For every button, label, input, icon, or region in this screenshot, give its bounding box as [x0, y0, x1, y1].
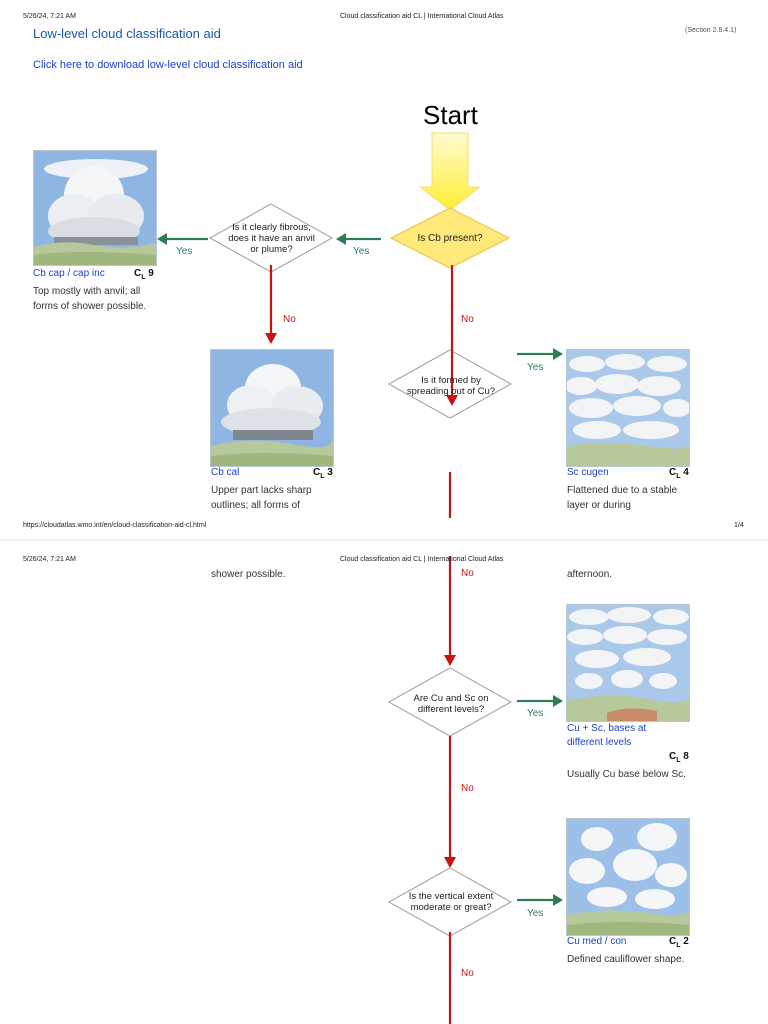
download-link[interactable]: Click here to download low-level cloud c…: [33, 59, 303, 71]
card-name-cb-cal[interactable]: Cb cal: [211, 467, 240, 478]
card-code-cu-med: CL 2: [669, 936, 689, 949]
no-label-fibrous: No: [283, 314, 296, 325]
yes-label-spreading: Yes: [527, 362, 544, 373]
print-url: https://cloudatlas.wmo.int/en/cloud-clas…: [23, 522, 207, 529]
card-name-cu-sc[interactable]: Cu + Sc, bases at different levels: [567, 723, 647, 748]
card-name-cu-med[interactable]: Cu med / con: [567, 936, 627, 947]
sc-cugen-image: [566, 349, 690, 467]
print-page-title: Cloud classification aid CL | Internatio…: [340, 13, 504, 20]
yes-label-vertical: Yes: [527, 908, 544, 919]
cb-cap-image: [33, 150, 157, 266]
card-code-sc-cugen: CL 4: [669, 467, 689, 480]
card-name-sc-cugen[interactable]: Sc cugen: [567, 467, 609, 478]
card-desc-cb-cal-p2: shower possible.: [211, 569, 286, 580]
start-arrow: [418, 132, 482, 211]
card-code-cb-cal: CL 3: [313, 467, 333, 480]
yes-label-fibrous: Yes: [176, 246, 193, 257]
card-desc-sc-cugen-p1: Flattened due to a stable layer or durin…: [567, 485, 678, 511]
cu-med-image: [566, 818, 690, 936]
question-fibrous: Is it clearly fibrous, does it have an a…: [228, 221, 315, 255]
print-date-2: 5/26/24, 7:21 AM: [23, 556, 76, 563]
no-label-cb: No: [461, 314, 474, 325]
cb-present-diamond: [389, 207, 511, 269]
no-label-cu-sc: No: [461, 783, 474, 794]
card-desc-cu-sc: Usually Cu base below Sc.: [567, 769, 686, 780]
section-ref: (Section 2.8.4.1): [685, 27, 737, 34]
start-label: Start: [423, 100, 478, 130]
page-title: Low-level cloud classification aid: [33, 26, 221, 41]
card-code-cb-cap: CL 9: [134, 268, 154, 281]
card-desc-cu-med: Defined cauliflower shape.: [567, 954, 685, 965]
card-desc-cb-cal-p1: Upper part lacks sharp outlines; all for…: [211, 485, 312, 511]
cu-sc-image: [566, 604, 690, 722]
question-vertical: Is the vertical extent moderate or great…: [408, 891, 494, 913]
card-desc-sc-cugen-p2: afternoon.: [567, 569, 613, 580]
card-code-cu-sc: CL 8: [669, 751, 689, 764]
question-spreading: Is it formed by spreading out of Cu?: [406, 375, 496, 397]
no-label-spreading: No: [461, 568, 474, 579]
spreading-diamond: [387, 349, 513, 419]
card-name-cb-cap[interactable]: Cb cap / cap inc: [33, 268, 105, 279]
print-page-title-2: Cloud classification aid CL | Internatio…: [340, 556, 504, 563]
card-desc-cb-cap: Top mostly with anvil; all forms of show…: [33, 286, 147, 312]
yes-label-cu-sc: Yes: [527, 708, 544, 719]
no-label-vertical: No: [461, 968, 474, 979]
print-page-number: 1/4: [734, 522, 744, 529]
print-date: 5/26/24, 7:21 AM: [23, 13, 76, 20]
yes-label-cb: Yes: [353, 246, 370, 257]
question-cu-sc-levels: Are Cu and Sc on different levels?: [413, 693, 489, 715]
cb-cal-image: [210, 349, 334, 467]
question-cb-present: Is Cb present?: [417, 232, 483, 244]
